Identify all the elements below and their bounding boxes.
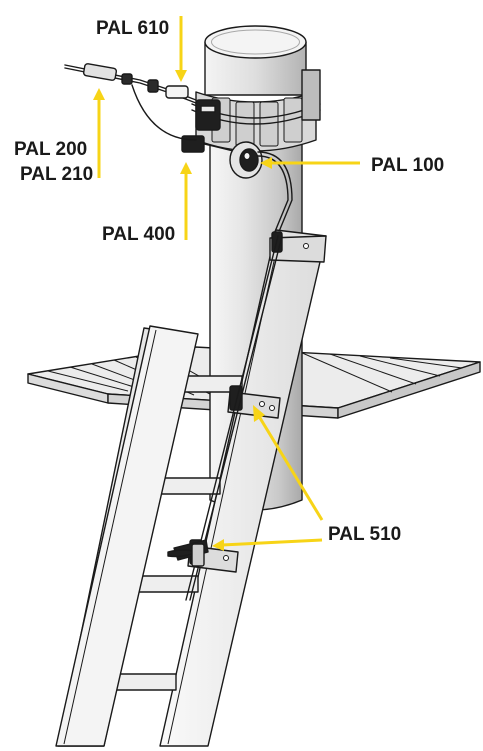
pointer-pal-510-upper xyxy=(253,405,324,521)
label-pal-200: PAL 200 xyxy=(14,139,87,160)
pointer-pal-510-lower xyxy=(212,538,323,551)
cable-end-fitting xyxy=(82,63,189,99)
pointer-pal-400 xyxy=(180,162,192,240)
label-pal-210: PAL 210 xyxy=(20,164,93,185)
top-cable-assembly xyxy=(64,63,245,155)
pointers xyxy=(93,16,360,551)
label-pal-510: PAL 510 xyxy=(328,524,401,545)
label-pal-400: PAL 400 xyxy=(102,224,175,245)
pointer-pal-100 xyxy=(260,157,360,169)
ladder-front-rail xyxy=(55,325,199,747)
label-pal-610: PAL 610 xyxy=(96,18,169,39)
callout-labels: PAL 610 PAL 200 PAL 210 PAL 100 PAL 400 … xyxy=(14,18,444,545)
pointer-pal-610 xyxy=(175,16,187,82)
label-pal-100: PAL 100 xyxy=(371,155,444,176)
cable-guide-bracket xyxy=(229,141,293,235)
safety-cable xyxy=(185,235,283,601)
fall-arrester-device xyxy=(167,539,209,567)
pointer-pal-200-210 xyxy=(93,88,105,178)
pole-clamp-ring xyxy=(191,69,321,152)
